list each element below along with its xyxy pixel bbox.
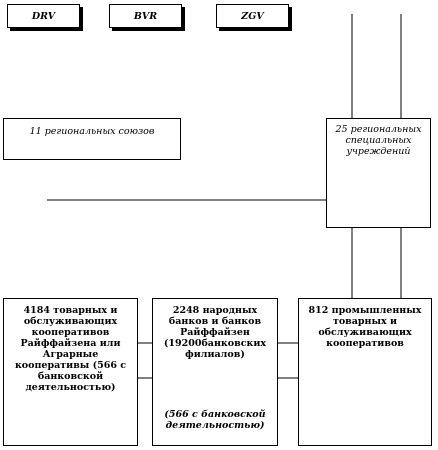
- box-bvr-label: BVR: [133, 11, 158, 22]
- box-special-institutions: 25 региональных специальных учреждений: [326, 118, 431, 228]
- box-zgv: ZGV: [216, 4, 289, 28]
- box-drv: DRV: [7, 4, 80, 28]
- industrial-cooperatives-label: 812 промышленных товарных и обслуживающи…: [308, 305, 422, 349]
- regional-unions-label: 11 региональных союзов: [29, 126, 155, 137]
- special-institutions-label: 25 региональных специальных учреждений: [335, 124, 422, 157]
- box-bvr: BVR: [109, 4, 182, 28]
- people-banks-label: 2248 народных банков и банков Райффайзен…: [163, 305, 267, 360]
- raiffeisen-cooperatives-label: 4184 товарных и обслуживающих кооператив…: [14, 305, 127, 393]
- box-raiffeisen-cooperatives: 4184 товарных и обслуживающих кооператив…: [3, 298, 138, 446]
- box-industrial-cooperatives: 812 промышленных товарных и обслуживающи…: [298, 298, 432, 446]
- people-banks-note: (566 с банковской деятельностью): [164, 409, 266, 431]
- box-drv-label: DRV: [31, 11, 56, 22]
- box-zgv-label: ZGV: [241, 11, 264, 22]
- box-regional-unions: 11 региональных союзов: [3, 118, 181, 160]
- box-people-banks: 2248 народных банков и банков Райффайзен…: [152, 298, 278, 446]
